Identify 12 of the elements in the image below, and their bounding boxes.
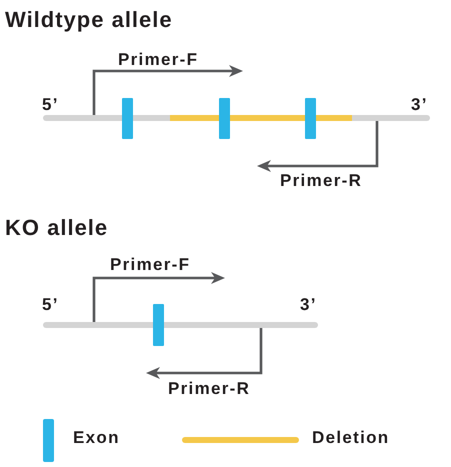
legend-label: Deletion xyxy=(312,429,390,446)
primer-label: Primer-R xyxy=(168,380,250,397)
section-heading: Wildtype allele xyxy=(5,9,173,31)
strand-end-label: 5’ xyxy=(42,296,59,313)
primer-label: Primer-R xyxy=(280,172,362,189)
strand-end-label: 3’ xyxy=(300,296,317,313)
primer-label: Primer-F xyxy=(118,51,198,68)
strand-end-label: 5’ xyxy=(42,96,59,113)
primer-label: Primer-F xyxy=(110,256,190,273)
legend-label: Exon xyxy=(73,429,120,446)
strand-end-label: 3’ xyxy=(411,96,428,113)
section-heading: KO allele xyxy=(5,217,108,239)
